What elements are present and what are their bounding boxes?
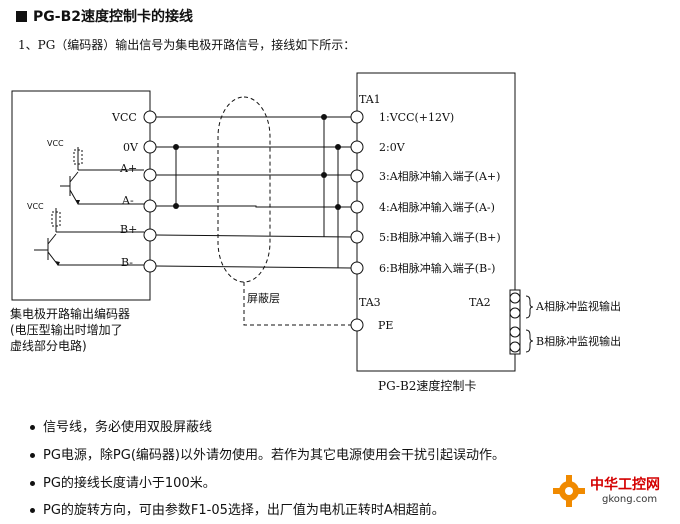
enc-terminal-b-plus xyxy=(143,228,157,242)
intro-text: 1、PG（编码器）输出信号为集电极开路信号，接线如下所示： xyxy=(18,38,356,52)
enc-terminal-b-minus xyxy=(143,259,157,273)
transistor-1-collector xyxy=(69,171,79,183)
shield-label: 屏蔽层 xyxy=(247,292,280,305)
ta1-label: TA1 xyxy=(359,93,381,106)
enc-terminal-0v xyxy=(143,140,157,154)
card-terminal-5 xyxy=(350,230,364,244)
ta2-block xyxy=(509,289,521,355)
watermark-logo: 中华工控网 gkong.com xyxy=(548,468,672,518)
enc-terminal-vcc xyxy=(143,110,157,124)
junction-dot-6 xyxy=(335,144,341,150)
bullet-dot-icon xyxy=(30,508,35,513)
wire-a-minus xyxy=(156,205,351,208)
note-item-3: PG的接线长度请小于100米。 xyxy=(30,472,216,491)
encoder-caption-line-2: (电压型输出时增加了 xyxy=(10,323,123,337)
bullet-dot-icon xyxy=(30,481,35,486)
encoder-box xyxy=(11,90,151,301)
section-title: PG-B2速度控制卡的接线 xyxy=(33,9,193,25)
bullet-dot-icon xyxy=(30,425,35,430)
ta2-terminal-1 xyxy=(509,292,521,304)
emitter-arrow-2 xyxy=(55,261,60,266)
section-heading: PG-B2速度控制卡的接线 xyxy=(16,6,193,26)
ta2-terminal-2 xyxy=(509,307,521,319)
card-terminal-pe xyxy=(350,318,364,332)
card-terminal-6 xyxy=(350,261,364,275)
enc-label-0v: 0V xyxy=(123,141,139,154)
enc-label-a-minus: A- xyxy=(121,194,134,207)
shield-ellipse xyxy=(217,96,271,283)
pullup-resistor-2 xyxy=(51,211,61,227)
enc-terminal-a-minus xyxy=(143,199,157,213)
enc-label-b-minus: B- xyxy=(121,256,133,269)
junction-dot-4 xyxy=(321,172,327,178)
note-item-1: 信号线，务必使用双股屏蔽线 xyxy=(30,416,212,435)
enc-label-vcc-small-2: VCC xyxy=(27,202,44,211)
card-terminal-2 xyxy=(350,140,364,154)
card-terminal-label-2: 2:0V xyxy=(379,141,406,154)
enc-label-b-plus: B+ xyxy=(120,223,137,236)
card-terminal-4 xyxy=(350,200,364,214)
emitter-arrow-1 xyxy=(76,200,80,205)
card-terminal-3 xyxy=(350,169,364,183)
encoder-caption-line-1: 集电极开路输出编码器 xyxy=(10,307,131,321)
note-item-2: PG电源，除PG(编码器)以外请勿使用。若作为其它电源使用会干扰引起误动作。 xyxy=(30,444,505,463)
pullup-resistor-1 xyxy=(73,149,83,165)
junction-dot-1 xyxy=(173,144,179,150)
ta3-label: TA3 xyxy=(359,296,381,309)
note-text-4: PG的旋转方向，可由参数F1-05选择，出厂值为电机正转时A相超前。 xyxy=(43,503,445,518)
card-terminal-label-1: 1:VCC(+12V) xyxy=(379,111,454,124)
note-text-2: PG电源，除PG(编码器)以外请勿使用。若作为其它电源使用会干扰引起误动作。 xyxy=(43,448,505,463)
wire-b-plus xyxy=(155,234,352,238)
ta2-terminal-3 xyxy=(509,326,521,338)
junction-dot-5 xyxy=(335,204,341,210)
junction-dot-3 xyxy=(321,114,327,120)
watermark-url: gkong.com xyxy=(602,494,658,505)
card-terminal-1 xyxy=(350,110,364,124)
ta2-brace-a xyxy=(525,295,534,319)
card-name: PG-B2速度控制卡 xyxy=(378,378,476,393)
wire-b-minus xyxy=(155,265,352,269)
ta2-terminal-4 xyxy=(509,341,521,353)
card-box xyxy=(356,72,516,372)
junction-dot-2 xyxy=(173,203,179,209)
transistor-2-collector xyxy=(47,233,57,245)
square-bullet-icon xyxy=(16,10,27,22)
ta2-output-b: B相脉冲监视输出 xyxy=(536,334,621,348)
enc-label-vcc-small-1: VCC xyxy=(47,139,64,148)
shield-drain-line xyxy=(243,282,353,326)
enc-label-a-plus: A+ xyxy=(119,162,137,175)
encoder-caption: 集电极开路输出编码器 (电压型输出时增加了 虚线部分电路) xyxy=(10,306,130,354)
note-text-1: 信号线，务必使用双股屏蔽线 xyxy=(43,420,213,435)
card-terminal-label-5: 5:B相脉冲输入端子(B+) xyxy=(379,230,501,244)
ta2-brace-b xyxy=(525,329,534,353)
enc-label-vcc: VCC xyxy=(111,111,137,124)
card-terminal-label-4: 4:A相脉冲输入端子(A-) xyxy=(379,200,495,214)
ta2-output-a: A相脉冲监视输出 xyxy=(535,299,621,313)
encoder-caption-line-3: 虚线部分电路) xyxy=(10,339,87,353)
enc-terminal-a-plus xyxy=(143,168,157,182)
card-terminal-label-6: 6:B相脉冲输入端子(B-) xyxy=(379,261,495,275)
transistor-1-emitter xyxy=(69,189,79,205)
watermark-name: 中华工控网 xyxy=(590,477,660,493)
note-text-3: PG的接线长度请小于100米。 xyxy=(43,476,216,491)
pe-label: PE xyxy=(378,319,393,332)
note-item-4: PG的旋转方向，可由参数F1-05选择，出厂值为电机正转时A相超前。 xyxy=(30,499,445,518)
gear-icon xyxy=(553,475,585,507)
card-terminal-label-3: 3:A相脉冲输入端子(A+) xyxy=(379,169,500,183)
bullet-dot-icon xyxy=(30,453,35,458)
ta2-label: TA2 xyxy=(469,296,491,309)
